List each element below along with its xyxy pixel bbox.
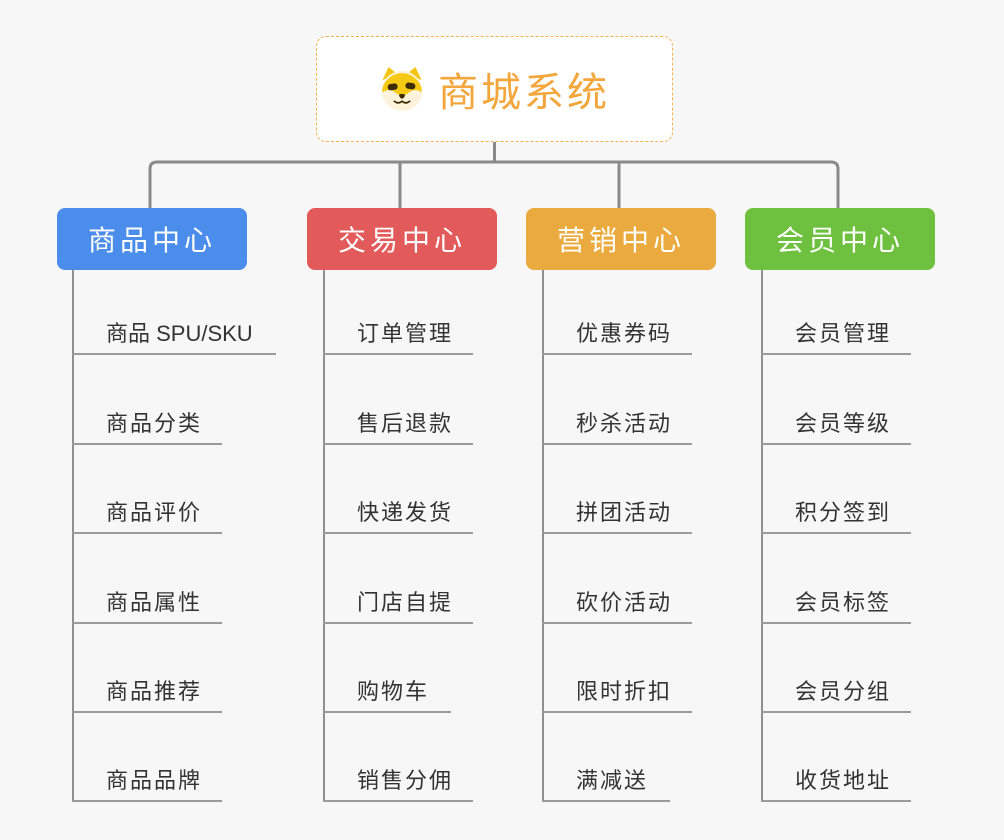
leaf-node[interactable]: 会员等级 [761, 403, 911, 445]
leaf-node[interactable]: 会员管理 [761, 313, 911, 355]
connector-trunk [761, 270, 763, 801]
branch-bus-line [148, 160, 840, 208]
leaf-node[interactable]: 限时折扣 [542, 671, 692, 713]
leaf-node[interactable]: 购物车 [323, 671, 451, 713]
connector-trunk [72, 270, 74, 801]
leaf-node[interactable]: 门店自提 [323, 582, 473, 624]
leaf-node[interactable]: 优惠券码 [542, 313, 692, 355]
doge-mascot-icon [381, 66, 423, 112]
root-node[interactable]: 商城系统 [316, 36, 673, 142]
leaf-node[interactable]: 商品推荐 [72, 671, 222, 713]
leaf-node[interactable]: 秒杀活动 [542, 403, 692, 445]
leaf-node[interactable]: 销售分佣 [323, 760, 473, 802]
connector-trunk [542, 270, 544, 801]
leaf-node[interactable]: 商品评价 [72, 492, 222, 534]
branch-children-product: 商品 SPU/SKU 商品分类 商品评价 商品属性 商品推荐 商品品牌 [72, 270, 292, 810]
leaf-node[interactable]: 会员标签 [761, 582, 911, 624]
leaf-node[interactable]: 砍价活动 [542, 582, 692, 624]
leaf-node[interactable]: 满减送 [542, 760, 670, 802]
branch-children-marketing: 优惠券码 秒杀活动 拼团活动 砍价活动 限时折扣 满减送 [542, 270, 762, 810]
leaf-node[interactable]: 商品 SPU/SKU [72, 313, 276, 355]
leaf-node[interactable]: 收货地址 [761, 760, 911, 802]
leaf-node[interactable]: 积分签到 [761, 492, 911, 534]
leaf-node[interactable]: 商品分类 [72, 403, 222, 445]
leaf-node[interactable]: 商品品牌 [72, 760, 222, 802]
branch-children-trade: 订单管理 售后退款 快递发货 门店自提 购物车 销售分佣 [323, 270, 543, 810]
leaf-node[interactable]: 订单管理 [323, 313, 473, 355]
branch-node-trade-center[interactable]: 交易中心 [307, 208, 497, 270]
branch-node-marketing-center[interactable]: 营销中心 [526, 208, 716, 270]
branch-node-product-center[interactable]: 商品中心 [57, 208, 247, 270]
leaf-node[interactable]: 快递发货 [323, 492, 473, 534]
leaf-node[interactable]: 会员分组 [761, 671, 911, 713]
leaf-node[interactable]: 拼团活动 [542, 492, 692, 534]
connector-trunk [323, 270, 325, 801]
leaf-node[interactable]: 商品属性 [72, 582, 222, 624]
leaf-node[interactable]: 售后退款 [323, 403, 473, 445]
branch-children-member: 会员管理 会员等级 积分签到 会员标签 会员分组 收货地址 [761, 270, 981, 810]
branch-node-member-center[interactable]: 会员中心 [745, 208, 935, 270]
root-title: 商城系统 [438, 71, 610, 115]
